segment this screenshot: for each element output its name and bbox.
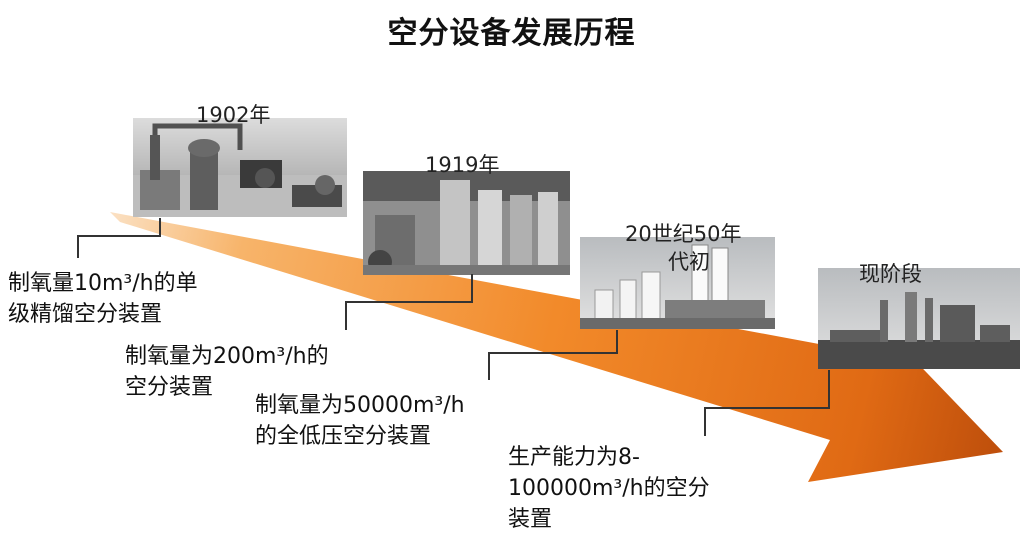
year-label-present: 现阶段 [859, 262, 922, 286]
connector-line-1950s [488, 330, 618, 380]
description-line: 装置 [508, 507, 553, 532]
year-label-1950s-line2: 代初 [668, 250, 710, 274]
connector-line-1902 [77, 218, 161, 258]
page-title: 空分设备发展历程 [387, 16, 636, 51]
timeline-arrow [110, 212, 1003, 482]
description-line: 制氧量10m³/h的单 [8, 271, 198, 296]
stage-description-1950s: 制氧量为50000m³/h 的全低压空分装置 [255, 390, 465, 452]
description-line: 制氧量为200m³/h的 [125, 344, 329, 369]
vintage-machinery-photo [133, 118, 347, 217]
year-label-1950s-line1: 20世纪50年 [625, 222, 742, 246]
stage-description-1902: 制氧量10m³/h的单 级精馏空分装置 [8, 268, 198, 330]
description-line: 空分装置 [125, 375, 214, 400]
year-label-1902: 1902年 [196, 103, 271, 127]
description-line: 制氧量为50000m³/h [255, 393, 465, 418]
modern-air-separation-plant-photo [818, 268, 1020, 369]
description-line: 的全低压空分装置 [255, 424, 432, 449]
stage-description-1919: 制氧量为200m³/h的 空分装置 [125, 341, 329, 403]
connector-line-present [704, 370, 830, 436]
stage-description-present: 生产能力为8- 100000m³/h的空分 装置 [508, 442, 710, 535]
description-line: 100000m³/h的空分 [508, 476, 710, 501]
year-label-1919: 1919年 [425, 153, 500, 177]
connector-line-1919 [345, 274, 473, 330]
industrial-tower-plant-photo [580, 237, 775, 329]
description-line: 级精馏空分装置 [8, 302, 163, 327]
distillation-column-plant-photo [363, 171, 570, 275]
description-line: 生产能力为8- [508, 445, 640, 470]
